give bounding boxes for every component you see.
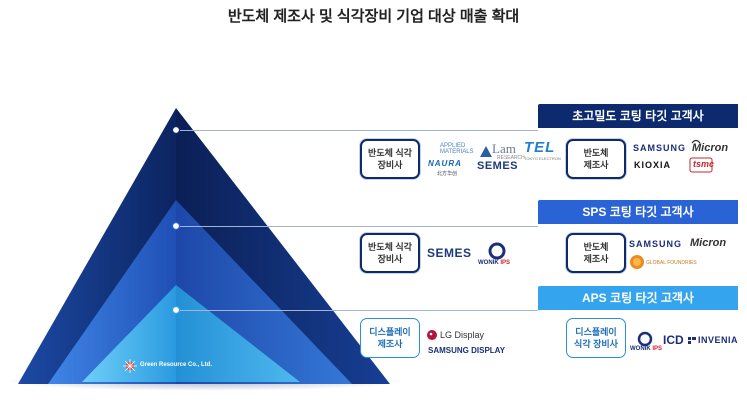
brand-name: Green Resource Co., Ltd. [140,362,213,368]
naura-chinese-logo: 北方华创 [437,171,458,177]
tier3-dot [171,305,181,315]
tier1-connector-line [180,130,538,131]
tier3-left-category-line2: 제조사 [377,339,403,349]
tier1-left-category-line1: 반도체 식각 [368,148,412,158]
invenia-logo-icon [688,337,696,344]
kioxia-logo: KIOXIA [634,160,672,170]
tier2-left-category-box: 반도체 식각 장비사 [360,233,420,273]
lam-research-sub-logo: RESEARCH [497,155,525,161]
micron-logo-2: Micron [690,237,727,249]
wonik-ips-logo-icon-2 [637,331,653,347]
tier2-right-category-line2: 제조사 [583,254,609,264]
semes-logo-2: SEMES [427,246,472,260]
tier3-right-category-line2: 식각 장비사 [574,339,618,349]
tier2-left-category-line1: 반도체 식각 [368,242,412,252]
lam-research-logo-icon [480,146,492,157]
wonik-ips-logo: WONIK IPS [478,260,510,266]
global-foundries-logo: GLOBAL FOUNDRIES [646,260,697,266]
ips-text-2: IPS [652,346,663,352]
tier2-connector-line [180,226,538,227]
naura-logo: NAURA [428,159,462,168]
tier2-header: SPS 코팅 타깃 고객사 [538,200,738,224]
applied-materials-logo: APPLIED MATERIALS [440,143,474,155]
tel-logo: TEL [524,139,556,156]
micron-swoosh-icon [691,139,701,144]
tier2-right-category-line1: 반도체 [583,242,609,252]
pyramid-inner-left [82,285,176,382]
lam-logo: Lam [492,141,516,156]
tsmc-logo: tsmc [693,159,715,169]
tier2-left-category-line2: 장비사 [377,254,403,264]
tier1-dot [171,125,181,135]
lg-display-logo-icon [427,330,437,340]
tsmc-logo-icon [689,157,713,173]
wonik-text: WONIK [478,260,499,266]
tokyo-electron-logo: TOKYO ELECTRON [524,156,561,161]
samsung-display-logo: SAMSUNG DISPLAY [428,346,506,355]
semes-logo: SEMES [477,160,519,172]
icd-logo: ICD [663,333,684,347]
green-resource-logo-icon [123,359,137,373]
page-title: 반도체 제조사 및 식각장비 기업 대상 매출 확대 [227,8,520,25]
tier3-right-category-line1: 디스플레이 [575,327,617,337]
samsung-logo: SAMSUNG [633,143,687,153]
samsung-logo-2: SAMSUNG [629,239,683,249]
wonik-ips-logo-2: WONIK IPS [630,346,662,352]
tier1-right-category-line1: 반도체 [583,148,609,158]
tier1-left-category-line2: 장비사 [377,160,403,170]
wonik-text-2: WONIK [630,346,651,352]
ips-text: IPS [500,260,511,266]
wonik-ips-logo-icon [488,242,506,260]
global-foundries-logo-icon [630,255,644,269]
tier3-right-category-box: 디스플레이 식각 장비사 [566,318,626,358]
tier3-connector-line [180,310,538,311]
tier1-left-category-box: 반도체 식각 장비사 [360,139,420,179]
tier1-header: 초고밀도 코팅 타깃 고객사 [538,104,738,128]
tier1-right-category-line2: 제조사 [583,160,609,170]
invenia-logo: INVENIA [698,335,739,345]
pyramid-inner-right [176,285,300,382]
tier3-left-category-box: 디스플레이 제조사 [360,318,420,358]
tier2-dot [171,221,181,231]
tier2-right-category-box: 반도체 제조사 [566,233,626,273]
micron-logo: Micron [692,142,729,154]
tier3-header: APS 코팅 타깃 고객사 [538,286,738,310]
tier1-right-category-box: 반도체 제조사 [566,139,626,179]
tier3-left-category-line1: 디스플레이 [369,327,411,337]
lg-display-logo: LG Display [440,330,485,340]
